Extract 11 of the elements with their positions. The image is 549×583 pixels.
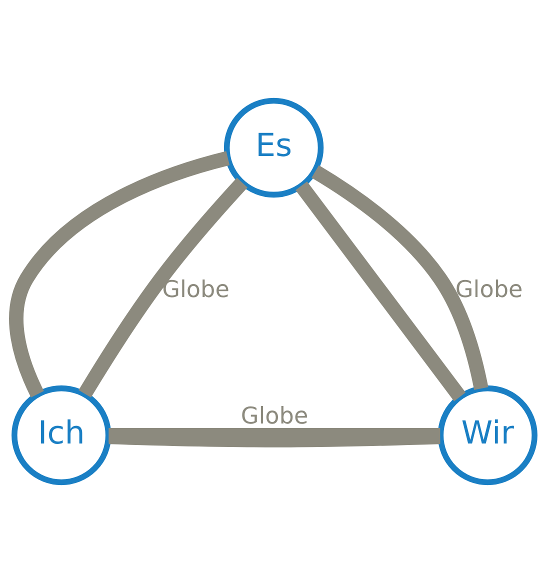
edge-label: Globe [455,276,523,303]
connector [311,165,488,390]
node-circle: Ich [12,385,112,486]
edge-label: Globe [240,403,308,430]
node-circle: Wir [438,385,538,486]
edge-label: Globe [162,276,230,303]
connector [78,178,248,398]
node-circle: Es [224,98,324,198]
connector [9,151,230,398]
connector [108,428,440,442]
connector [296,181,466,402]
